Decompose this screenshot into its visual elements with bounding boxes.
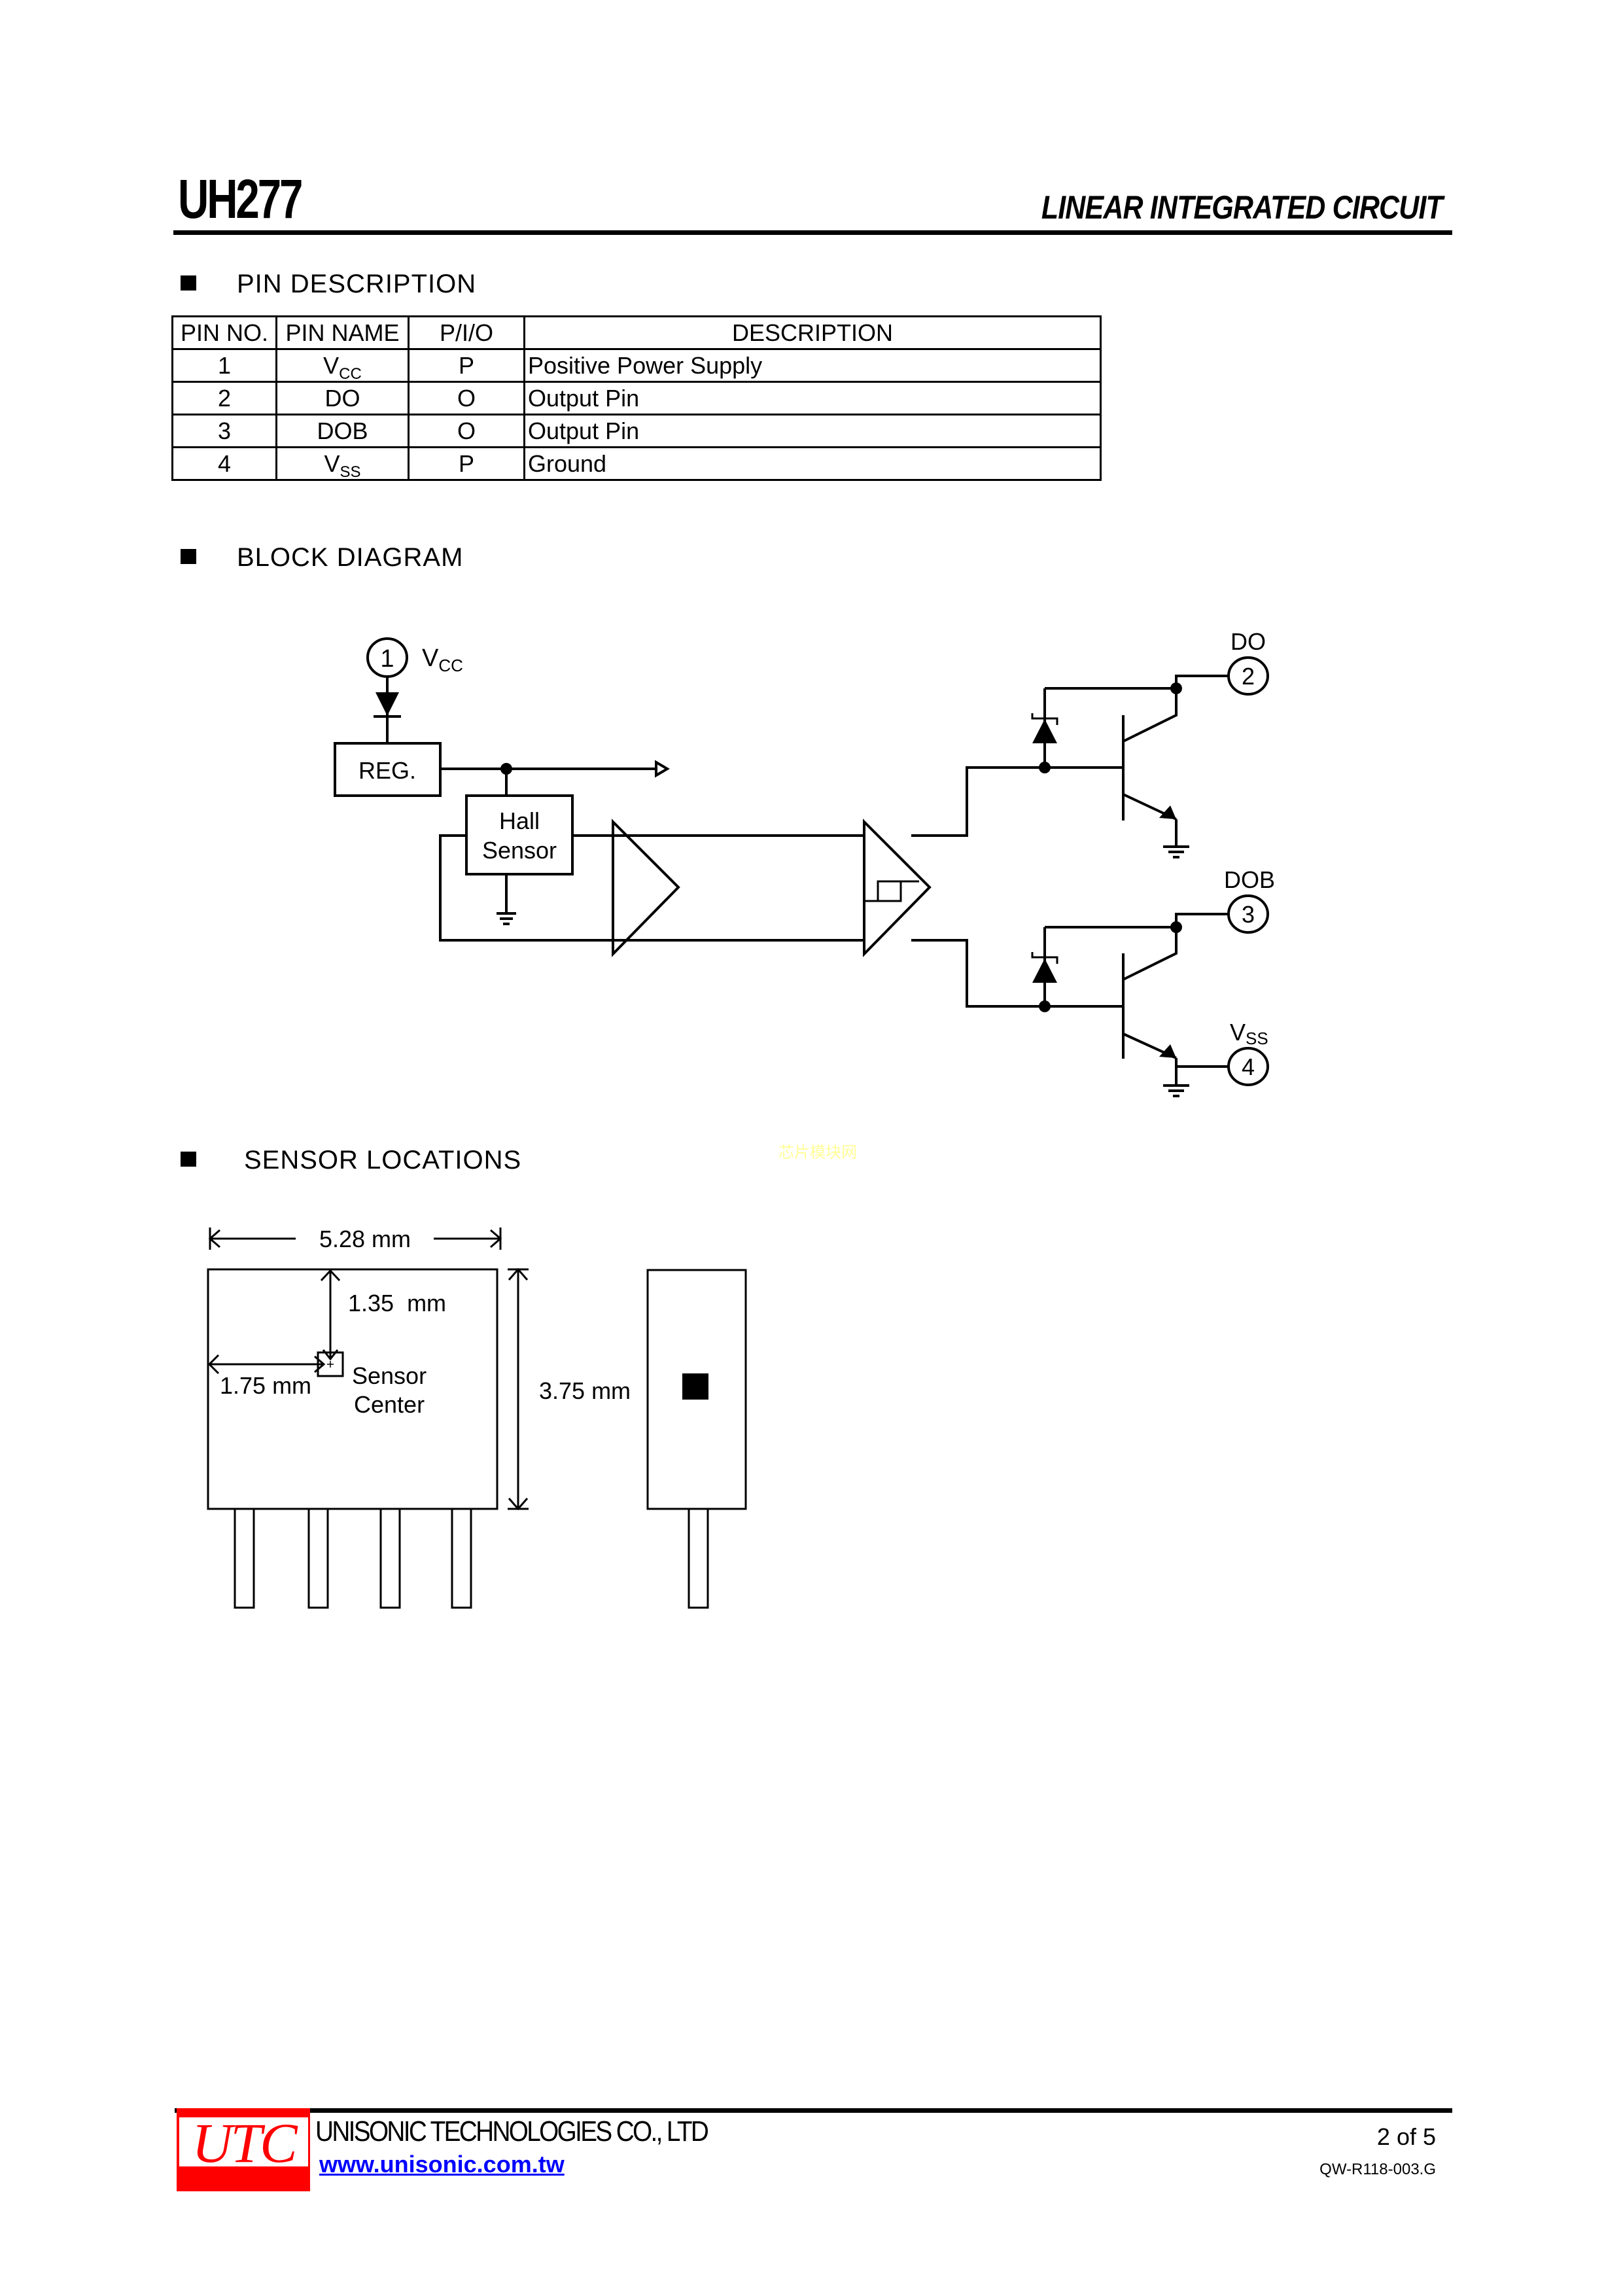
amplifier-icon <box>612 819 680 957</box>
pin-name-subscript: SS <box>340 463 361 481</box>
cell-pio: P <box>408 348 525 383</box>
ground-icon <box>1163 1084 1189 1097</box>
pin-name-subscript: CC <box>339 364 362 383</box>
pin-description-table: PIN NO. PIN NAME P/I/O DESCRIPTION 1 VCC… <box>171 315 1102 481</box>
cell-pin-no: 3 <box>171 414 277 448</box>
vss-label: VSS <box>1230 1019 1268 1048</box>
cell-pio: P <box>408 446 525 481</box>
pin3-circle <box>1227 894 1269 934</box>
cell-pin-no: 1 <box>171 348 277 383</box>
table-row: 2 DO O Output Pin <box>171 381 1102 415</box>
cell-pin-name: VCC <box>275 348 410 383</box>
document-number: QW-R118-003.G <box>1319 2161 1436 2178</box>
output-drive-wire-top <box>911 766 1123 837</box>
pin3-number: 3 <box>1242 901 1255 928</box>
hall-negative-wire <box>439 834 613 942</box>
pin2-circle <box>1227 656 1269 696</box>
part-number: UH277 <box>178 168 303 230</box>
cell-pin-name: DO <box>275 381 410 415</box>
cell-description: Output Pin <box>523 414 1102 448</box>
cell-pin-name: DOB <box>275 414 410 448</box>
vss-label-main: V <box>1230 1019 1246 1046</box>
pin4-circle <box>1227 1047 1269 1086</box>
pin1-number: 1 <box>380 645 394 673</box>
package-pin <box>234 1508 255 1609</box>
utc-logo-text: UTC <box>179 2115 308 2171</box>
vcc-label: VCC <box>422 645 463 675</box>
npn-transistor-icon <box>1122 675 1229 846</box>
pin2-number: 2 <box>1242 663 1255 690</box>
section-title-pin-description: PIN DESCRIPTION <box>237 270 477 298</box>
cell-description: Positive Power Supply <box>523 348 1102 383</box>
table-row: 1 VCC P Positive Power Supply <box>171 348 1102 383</box>
package-pin <box>451 1508 472 1609</box>
col-header-pin-no: PIN NO. <box>171 315 277 350</box>
sensor-die-icon <box>682 1373 708 1400</box>
cell-description: Ground <box>523 446 1102 481</box>
col-header-description: DESCRIPTION <box>523 315 1102 350</box>
table-row: 3 DOB O Output Pin <box>171 414 1102 448</box>
top-offset-dimension: 1.35 mm <box>348 1290 446 1316</box>
cell-pin-no: 4 <box>171 446 277 481</box>
watermark: 芯片模块网 <box>778 1144 857 1161</box>
hysteresis-icon-part <box>878 881 902 902</box>
package-body-front <box>207 1268 498 1510</box>
company-name: UNISONIC TECHNOLOGIES CO., LTD <box>315 2115 709 2147</box>
vcc-label-main: V <box>422 645 439 672</box>
npn-transistor-icon <box>1122 913 1229 1085</box>
pin-name-text: V <box>324 450 340 477</box>
hysteresis-icon <box>864 880 919 902</box>
col-header-pin-name: PIN NAME <box>275 315 410 350</box>
zener-bar <box>1031 952 1058 964</box>
table-row: 4 VSS P Ground <box>171 446 1102 481</box>
ground-icon <box>1163 845 1189 858</box>
section-title-block-diagram: BLOCK DIAGRAM <box>237 543 464 572</box>
regulator-label: REG. <box>358 757 416 784</box>
zener-diode-icon <box>1032 719 1057 743</box>
pin1-terminal: 1 <box>366 637 408 678</box>
section-bullet-icon <box>181 1152 196 1167</box>
dob-label: DOB <box>1224 866 1275 893</box>
table-header-row: PIN NO. PIN NAME P/I/O DESCRIPTION <box>171 315 1102 350</box>
supply-arrow-icon <box>655 760 670 778</box>
sensor-center-label-line2: Center <box>354 1391 425 1418</box>
pin4-number: 4 <box>1242 1053 1255 1080</box>
section-bullet-icon <box>181 549 196 564</box>
height-dimension: 3.75 mm <box>539 1377 631 1404</box>
left-offset-dimension: 1.75 mm <box>220 1372 311 1399</box>
cell-pin-no: 2 <box>171 381 277 415</box>
hall-sensor-label-line2: Sensor <box>482 837 557 864</box>
do-label: DO <box>1230 628 1266 655</box>
package-pin <box>307 1508 329 1609</box>
hall-sensor-label-line1: Hall <box>499 807 540 834</box>
package-pin <box>379 1508 401 1609</box>
sensor-locations-drawing: 5.28 mm 1.35 mm 1.75 mm Sensor Center 3.… <box>207 1226 747 1609</box>
schmitt-trigger-icon <box>863 819 932 957</box>
section-title-sensor-locations: SENSOR LOCATIONS <box>244 1146 522 1174</box>
utc-logo: UTC <box>177 2108 310 2191</box>
package-pin-side <box>688 1508 709 1609</box>
company-website-link[interactable]: www.unisonic.com.tw <box>319 2151 565 2178</box>
vss-label-sub: SS <box>1246 1029 1268 1048</box>
sensor-center-label-line1: Sensor <box>352 1362 427 1389</box>
ground-icon <box>497 912 516 925</box>
header-rule <box>173 230 1452 235</box>
pin-name-text: V <box>323 351 340 379</box>
cell-pin-name: VSS <box>275 446 410 481</box>
cell-pio: O <box>408 414 525 448</box>
cell-description: Output Pin <box>523 381 1102 415</box>
section-bullet-icon <box>181 275 196 291</box>
document-category: LINEAR INTEGRATED CIRCUIT <box>1041 189 1443 226</box>
footer-rule <box>175 2108 1452 2113</box>
vcc-label-sub: CC <box>438 656 463 675</box>
zener-bar <box>1031 713 1058 725</box>
width-dimension: 5.28 mm <box>319 1226 411 1252</box>
cell-pio: O <box>408 381 525 415</box>
page-number: 2 of 5 <box>1376 2123 1436 2150</box>
output-drive-wire-bottom <box>911 939 1123 1008</box>
zener-diode-icon <box>1032 959 1057 983</box>
input-diode-icon <box>375 692 399 716</box>
col-header-pio: P/I/O <box>408 315 525 350</box>
